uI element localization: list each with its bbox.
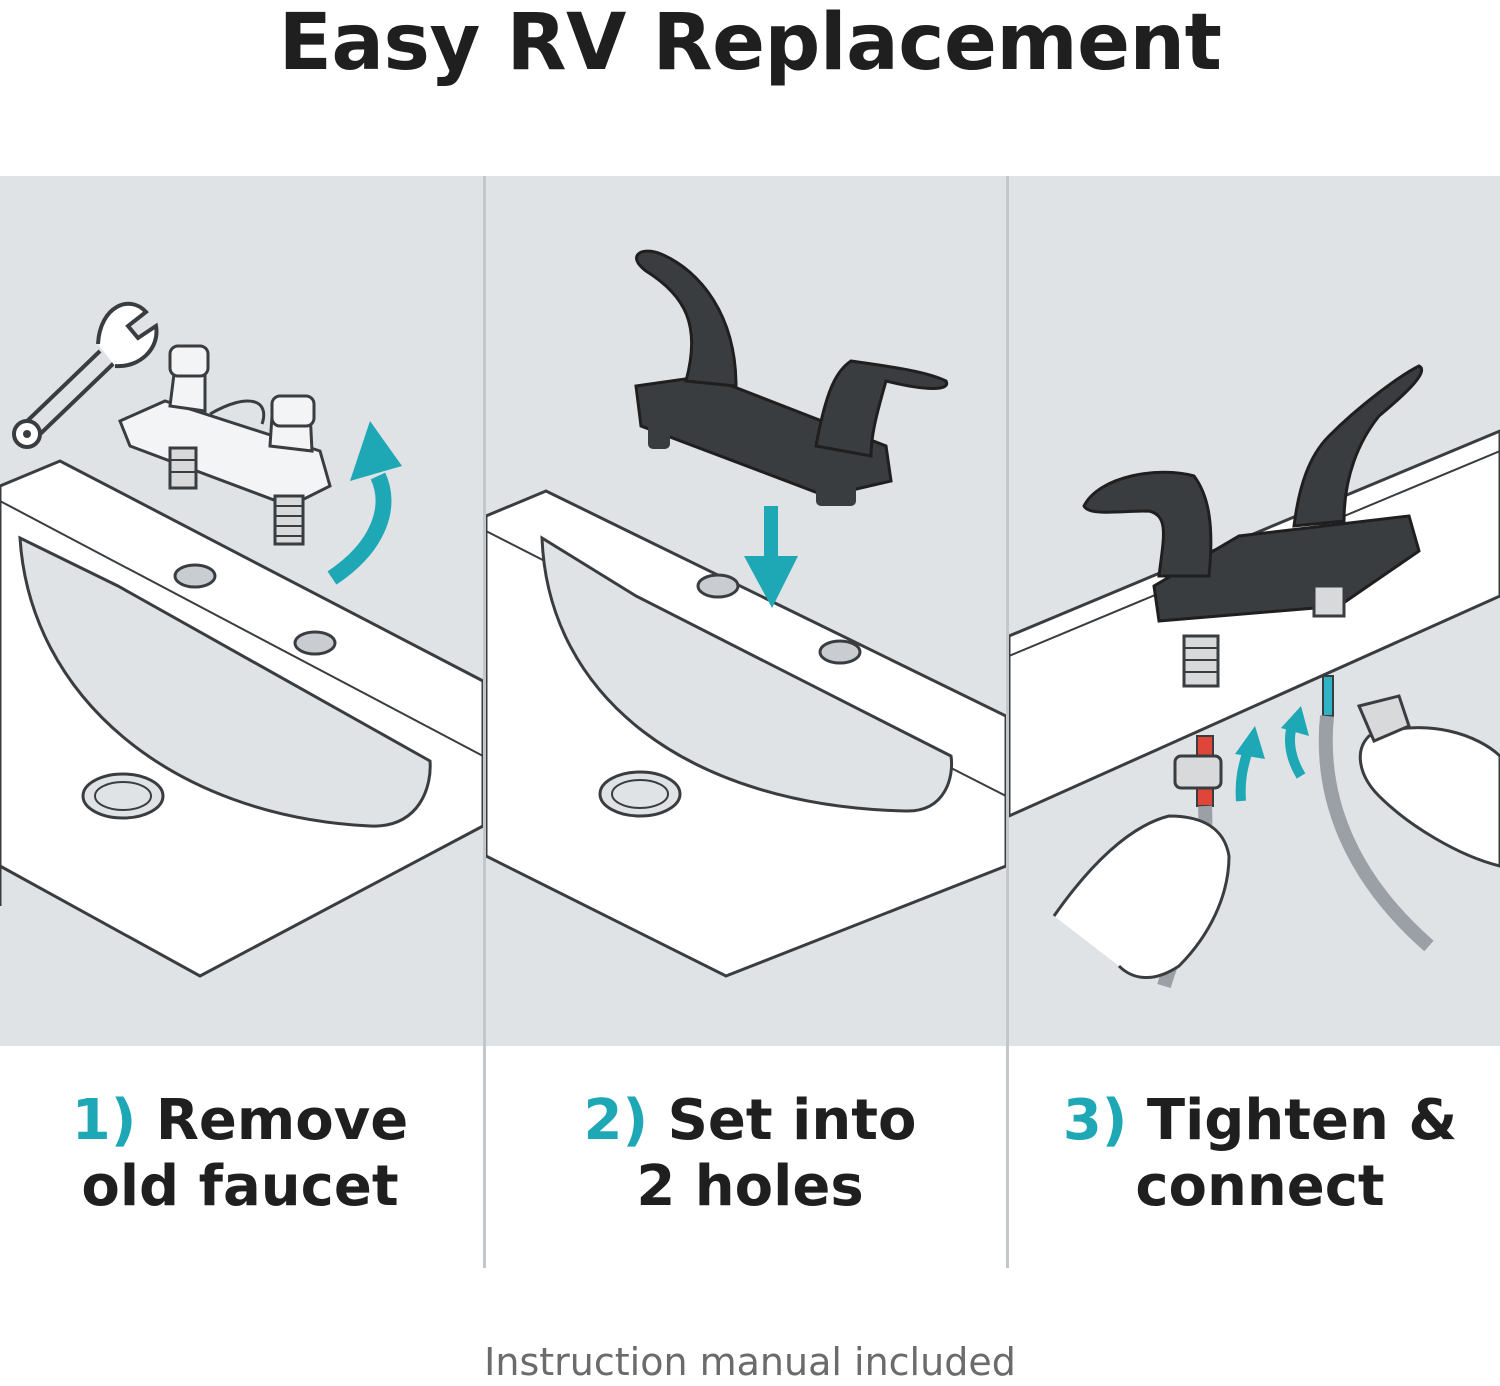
hands-connecting-hoses-illustration bbox=[1052, 675, 1500, 989]
footer-note: Instruction manual included bbox=[484, 1340, 1016, 1384]
step-1-caption: 1) Remove old faucet bbox=[0, 1088, 480, 1220]
lift-arrow-icon bbox=[327, 421, 402, 585]
down-arrow-icon bbox=[744, 506, 798, 608]
page-title: Easy RV Replacement bbox=[278, 0, 1222, 88]
step-2-illustration bbox=[486, 249, 1006, 978]
old-faucet-illustration bbox=[118, 344, 332, 546]
panel-divider-1 bbox=[483, 176, 486, 1268]
wrench-icon bbox=[12, 301, 159, 449]
step-1-illustration bbox=[0, 301, 483, 978]
up-arrow-icon bbox=[1235, 706, 1309, 802]
panel-divider-2 bbox=[1006, 176, 1009, 1268]
step-3-illustration bbox=[1009, 364, 1500, 989]
step-1-number: 1) bbox=[71, 1088, 137, 1153]
step-2-caption: 2) Set into 2 holes bbox=[510, 1088, 990, 1220]
step-2-line-2: 2 holes bbox=[636, 1154, 864, 1219]
sink-illustration bbox=[486, 489, 1006, 978]
step-3-line-2: connect bbox=[1135, 1154, 1385, 1219]
step-3-caption: 3) Tighten & connect bbox=[1020, 1088, 1500, 1220]
step-2-line-1: Set into bbox=[667, 1088, 917, 1153]
step-1-line-1: Remove bbox=[155, 1088, 409, 1153]
step-1-line-2: old faucet bbox=[81, 1154, 399, 1219]
step-3-line-1: Tighten & bbox=[1146, 1088, 1458, 1153]
sink-illustration bbox=[0, 459, 483, 978]
step-2-number: 2) bbox=[583, 1088, 649, 1153]
black-faucet-illustration bbox=[634, 249, 949, 506]
step-3-number: 3) bbox=[1062, 1088, 1128, 1153]
black-faucet-illustration bbox=[1082, 364, 1423, 688]
